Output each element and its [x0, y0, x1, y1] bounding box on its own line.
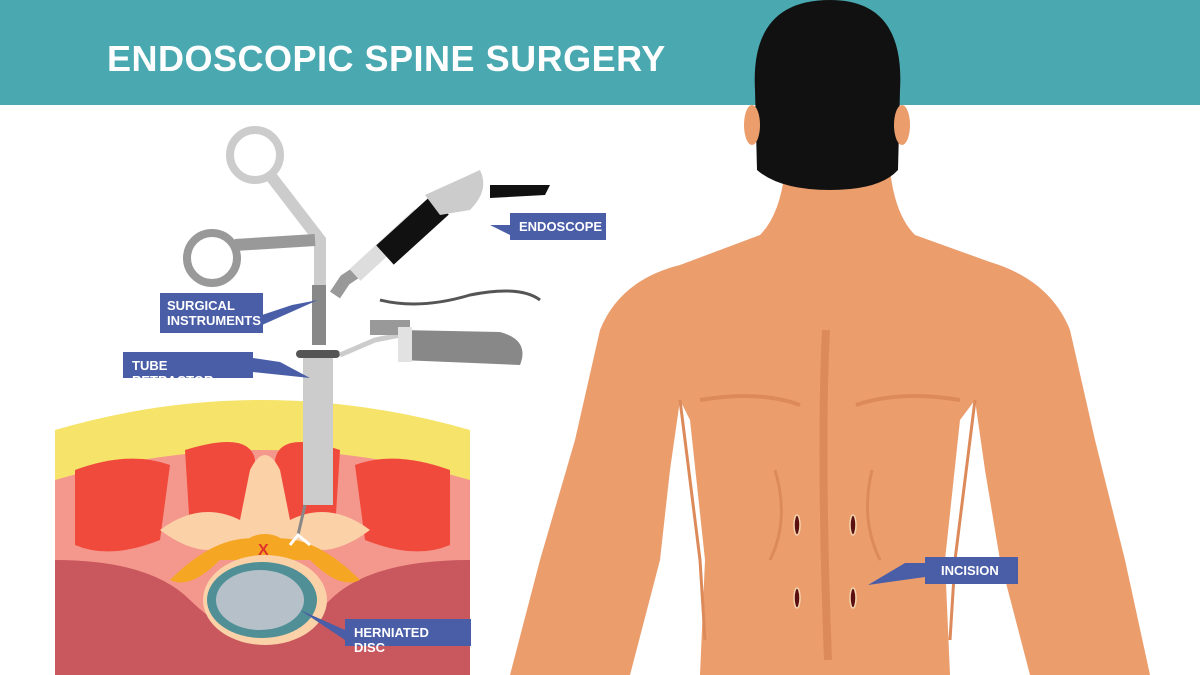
spine-cross-section: X	[55, 400, 470, 675]
head-hair	[744, 0, 910, 190]
incision-marks	[793, 514, 857, 609]
herniated-disc-label: HERNIATED DISC	[345, 619, 471, 655]
svg-text:X: X	[258, 542, 269, 559]
tube-retractor-label: TUBE RETRACTOR	[123, 352, 253, 388]
endoscope-label: ENDOSCOPE	[510, 213, 606, 240]
incision-label: INCISION	[925, 557, 1018, 584]
surgical-instruments-label-line2: INSTRUMENTS	[167, 313, 261, 328]
surgical-instruments-label: SURGICAL INSTRUMENTS	[160, 293, 263, 333]
surgical-instruments	[183, 126, 550, 547]
surgical-instruments-label-line1: SURGICAL	[167, 298, 235, 313]
header-banner	[0, 0, 1200, 105]
page-title: ENDOSCOPIC SPINE SURGERY	[107, 38, 666, 79]
human-back-figure	[510, 170, 1150, 675]
